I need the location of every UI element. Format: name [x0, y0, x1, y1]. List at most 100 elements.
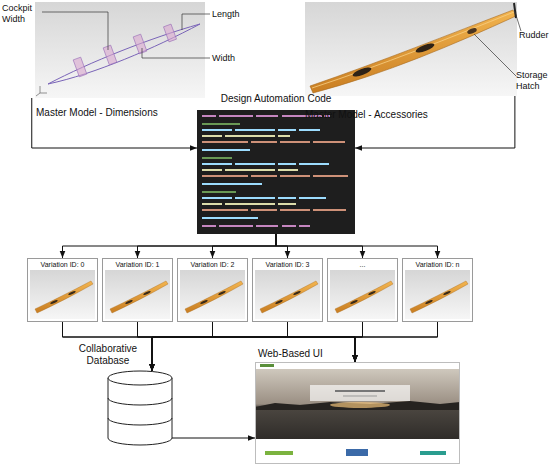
code-line — [202, 191, 236, 193]
kayak-ridge — [312, 12, 514, 88]
code-line — [202, 169, 300, 171]
code-line — [202, 129, 320, 131]
photo-shoreline — [255, 401, 460, 410]
screenshot-logo — [346, 449, 368, 456]
flow-arrow — [63, 234, 277, 258]
variation-box: ... — [327, 258, 398, 322]
kayak-thumbnail — [405, 270, 470, 319]
kayak-thumbnail — [180, 270, 245, 319]
code-line — [202, 157, 232, 159]
variation-label: Variation ID: 3 — [253, 260, 322, 269]
flow-arrow — [138, 234, 277, 258]
variation-label: Variation ID: 0 — [28, 260, 97, 269]
callout-label: Length — [212, 9, 252, 20]
cockpit — [415, 42, 436, 55]
code-line — [202, 149, 250, 151]
variation-box: Variation ID: 2 — [177, 258, 248, 322]
code-line — [202, 163, 330, 165]
screenshot-logo — [265, 451, 293, 455]
node-heading: Collaborative Database — [68, 343, 148, 367]
screenshot-background — [255, 362, 460, 464]
flow-arrow — [63, 322, 355, 362]
database-ring — [108, 398, 172, 405]
flow-arrow — [152, 322, 438, 371]
master-model-image: Master Model - Accessories — [305, 2, 517, 96]
code-line — [202, 209, 346, 211]
code-line — [202, 203, 296, 205]
node-heading: Design Automation Code — [176, 93, 376, 105]
flow-arrow — [152, 322, 288, 371]
code-screenshot: Design Automation Code — [197, 110, 355, 234]
section-plane — [103, 45, 117, 65]
kayak-thumbnail — [105, 270, 170, 319]
flow-arrow — [288, 322, 355, 362]
callout-label: Cockpit Width — [2, 3, 42, 25]
code-line — [202, 225, 310, 227]
leader-line — [515, 12, 521, 31]
flow-arrow — [355, 96, 515, 148]
image-background — [35, 2, 205, 98]
section-plane — [133, 34, 147, 54]
node-heading: Master Model - Dimensions — [36, 107, 206, 119]
flow-arrow — [276, 234, 438, 258]
web-ui-screenshot: Web-Based UI — [255, 362, 460, 464]
code-line — [202, 123, 240, 125]
screenshot-logo — [420, 451, 446, 455]
section-plane — [164, 24, 177, 42]
leader-line — [42, 12, 108, 50]
flow-arrow — [213, 322, 355, 362]
image-background — [305, 2, 517, 96]
kayak-thumbnail — [30, 270, 95, 319]
variation-label: Variation ID: 2 — [178, 260, 247, 269]
banner-line — [343, 396, 377, 397]
flow-arrow — [213, 234, 277, 258]
kayak-thumbnail — [330, 270, 395, 319]
node-heading: Web-Based UI — [258, 348, 398, 360]
variation-box: Variation ID: 1 — [102, 258, 173, 322]
code-line — [202, 217, 258, 219]
section-plane — [73, 57, 87, 77]
kayak-wireframe — [48, 24, 200, 84]
flow-arrow — [355, 322, 438, 362]
flow-arrow — [32, 98, 197, 148]
flow-arrow — [152, 322, 213, 371]
callout-label: Storage Hatch — [516, 70, 550, 92]
flow-arrow — [138, 322, 355, 362]
variation-label: ... — [328, 260, 397, 269]
variation-box: Variation ID: n — [402, 258, 473, 322]
photo-sunlight — [330, 402, 390, 408]
flow-arrow — [138, 322, 153, 371]
code-line — [202, 183, 262, 185]
cockpit — [352, 66, 373, 79]
variation-box: Variation ID: 3 — [252, 258, 323, 322]
flow-arrow — [63, 322, 153, 371]
database-top — [108, 371, 172, 385]
flow-arrow — [152, 322, 363, 371]
variation-label: Variation ID: 1 — [103, 260, 172, 269]
flow-arrow — [276, 234, 288, 258]
flow-arrow — [355, 322, 363, 362]
banner-line — [335, 390, 385, 392]
database-ring — [108, 418, 172, 425]
variation-box: Variation ID: 0 — [27, 258, 98, 322]
storage-hatch — [466, 27, 477, 35]
screenshot-photo — [255, 369, 460, 439]
kayak-thumbnail — [255, 270, 320, 319]
variation-label: Variation ID: n — [403, 260, 472, 269]
leader-line — [474, 34, 516, 76]
rudder — [514, 3, 516, 18]
code-line — [202, 197, 326, 199]
kayak-body — [310, 10, 516, 93]
flow-arrow — [172, 438, 255, 439]
database-body — [108, 378, 172, 445]
database-cylinder: Collaborative Database — [108, 371, 172, 444]
callout-label: Width — [212, 53, 252, 64]
code-screen — [197, 110, 355, 234]
code-line — [202, 135, 290, 137]
code-line — [202, 141, 345, 143]
